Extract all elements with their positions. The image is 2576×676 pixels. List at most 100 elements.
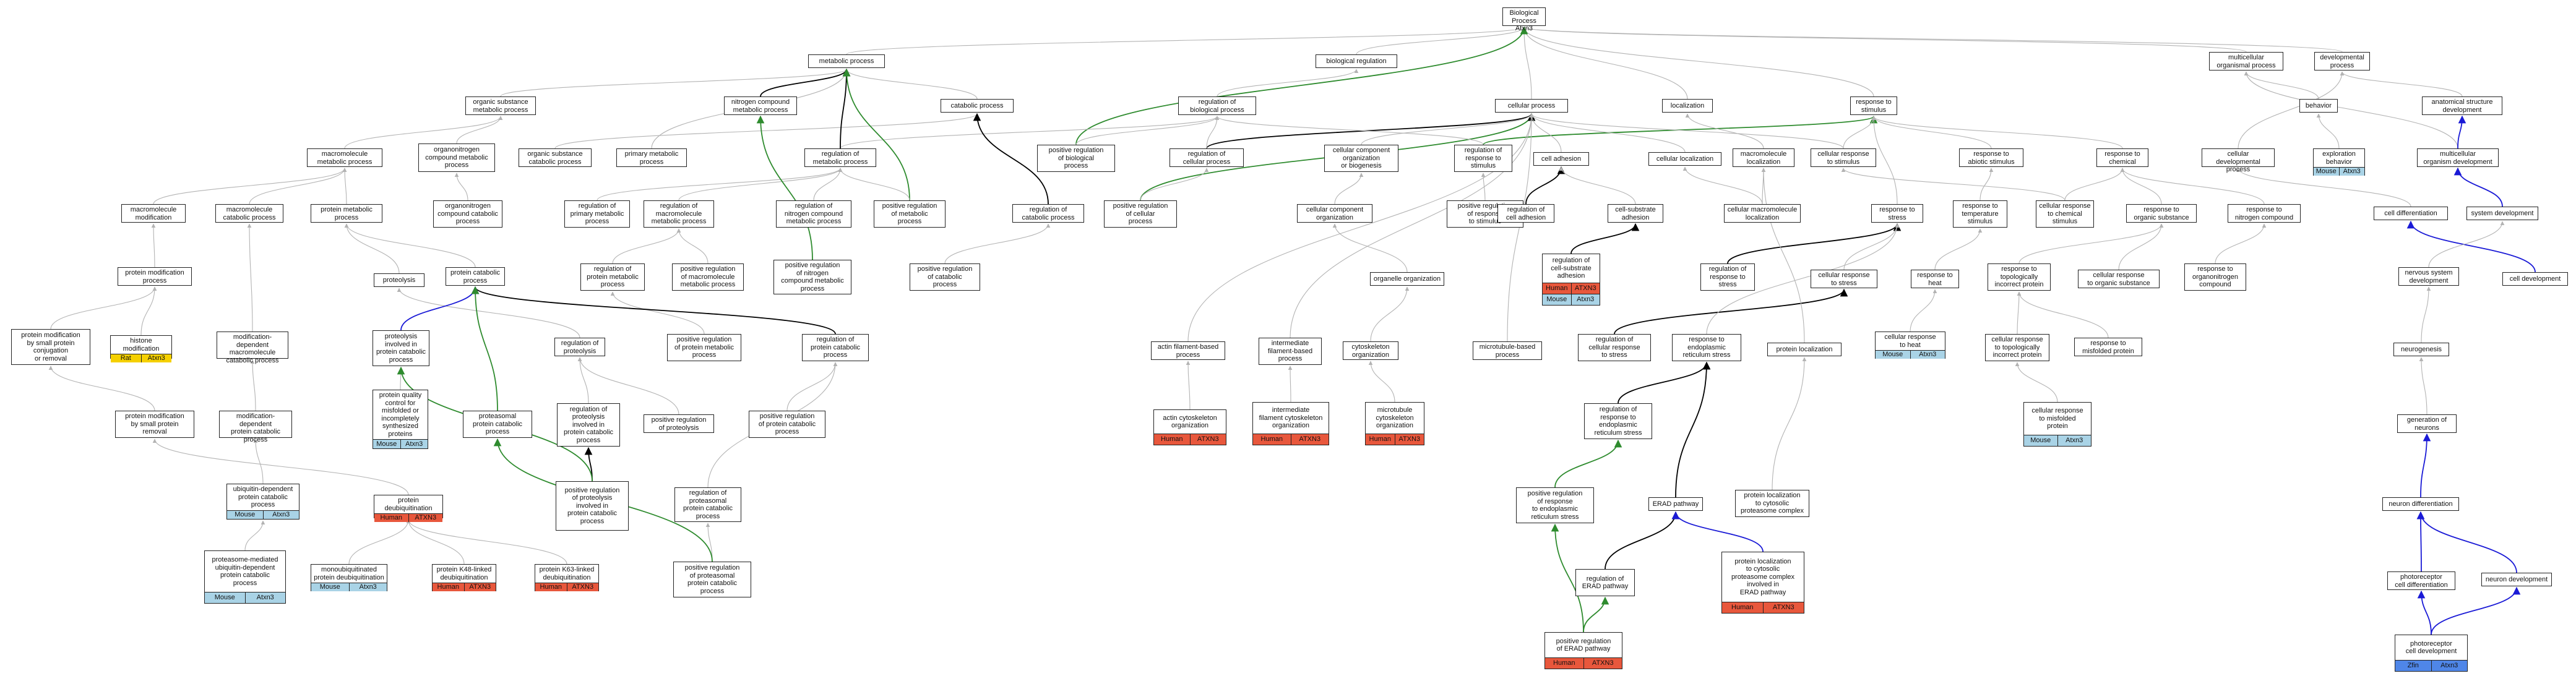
go-term-afbp[interactable]: actin filament-based process [1151,341,1225,360]
go-term-cadh[interactable]: cell adhesion [1533,152,1589,166]
go-term-ncmp[interactable]: nitrogen compound metabolic process [724,96,797,115]
go-term-macmp[interactable]: macromolecule metabolic process [307,148,382,167]
go-term-cat[interactable]: catabolic process [941,99,1014,113]
go-term-rcatp[interactable]: regulation of catabolic process [1012,204,1084,223]
go-term-pcp[interactable]: protein catabolic process [446,267,505,286]
go-term-cco[interactable]: cellular component organization [1297,204,1372,223]
go-term-prppcp[interactable]: positive regulation of proteasomal prote… [673,562,751,597]
go-term-rpcp[interactable]: regulation of protein catabolic process [802,334,869,361]
go-term-rncmp[interactable]: regulation of nitrogen compound metaboli… [776,200,851,228]
go-term-rnc[interactable]: response to nitrogen compound [2228,204,2301,223]
go-term-ifco[interactable]: intermediate filament cytoskeleton organ… [1252,402,1329,445]
go-term-rbp[interactable]: regulation of biological process [1178,96,1256,115]
go-term-prcatp[interactable]: positive regulation of catabolic process [910,263,980,291]
go-term-prmmp[interactable]: positive regulation of macromolecule met… [672,263,744,291]
go-term-loc[interactable]: localization [1662,99,1713,113]
go-term-breg[interactable]: biological regulation [1316,54,1397,68]
go-term-rrs[interactable]: regulation of response to stimulus [1454,145,1512,172]
go-term-occp[interactable]: organonitrogen compound catabolic proces… [433,200,502,228]
go-term-prcp[interactable]: positive regulation of cellular process [1104,200,1177,228]
go-term-rmfp[interactable]: response to misfolded protein [2074,338,2142,356]
go-term-rheat[interactable]: response to heat [1911,270,1959,288]
go-term-rmp[interactable]: regulation of metabolic process [804,148,876,167]
go-term-neurog[interactable]: neurogenesis [2393,343,2449,356]
go-term-rprot[interactable]: regulation of proteolysis [554,338,605,356]
go-term-crtip[interactable]: cellular response to topologically incor… [1985,334,2049,361]
go-term-bp[interactable]: Biological Process Atxn3 [1502,7,1546,32]
go-term-prrer[interactable]: positive regulation of response to endop… [1516,487,1594,523]
go-term-rcadh[interactable]: regulation of cell adhesion [1497,204,1554,223]
go-term-plcpcerad[interactable]: protein localization to cytosolic protea… [1721,552,1804,614]
go-term-ploc[interactable]: protein localization [1767,343,1842,356]
go-term-cloc[interactable]: cellular localization [1648,152,1721,166]
go-term-prot[interactable]: proteolysis [374,273,424,287]
go-term-pmod[interactable]: protein modification process [118,267,192,286]
go-term-pqc[interactable]: protein quality control for misfolded or… [373,390,428,449]
go-term-prprot[interactable]: positive regulation of proteolysis [644,414,714,433]
go-term-genneur[interactable]: generation of neurons [2397,414,2457,433]
go-term-ronc[interactable]: response to organonitrogen compound [2184,263,2246,291]
go-term-cros[interactable]: cellular response to organic substance [2078,270,2160,288]
go-term-mdmcp[interactable]: modification-dependent macromolecule cat… [217,332,288,364]
go-term-rprmp[interactable]: regulation of protein metabolic process [580,263,645,291]
go-term-pmp[interactable]: primary metabolic process [616,148,687,167]
go-term-pcd[interactable]: photoreceptor cell differentiation [2387,571,2455,590]
go-term-prbp[interactable]: positive regulation of biological proces… [1037,145,1115,172]
go-term-celldev[interactable]: cell development [2502,272,2568,286]
go-term-cdp[interactable]: cellular developmental process [2202,148,2275,173]
go-term-protmp[interactable]: protein metabolic process [311,204,382,223]
go-term-oo[interactable]: organelle organization [1370,272,1444,286]
go-term-mcp[interactable]: macromolecule catabolic process [215,204,283,223]
go-term-prprmp[interactable]: positive regulation of protein metabolic… [667,334,741,361]
go-term-pmu[interactable]: proteasome-mediated ubiquitin-dependent … [204,550,286,604]
go-term-ccob[interactable]: cellular component organization or bioge… [1324,145,1398,172]
go-term-rcp[interactable]: regulation of cellular process [1170,148,1244,167]
go-term-mod[interactable]: multicellular organism development [2417,148,2499,167]
go-term-rerad[interactable]: regulation of ERAD pathway [1575,569,1635,596]
go-term-celldiff[interactable]: cell differentiation [2374,207,2448,220]
go-term-rchem[interactable]: response to chemical [2096,148,2148,167]
go-term-beh[interactable]: behavior [2299,99,2338,113]
go-term-csadh[interactable]: cell-substrate adhesion [1608,204,1663,223]
go-term-ndiff[interactable]: neuron differentiation [2382,497,2459,511]
go-term-osmp[interactable]: organic substance metabolic process [465,96,536,115]
go-term-mp[interactable]: metabolic process [808,54,885,68]
go-term-prpipcp[interactable]: positive regulation of proteolysis invol… [556,481,629,531]
go-term-csko[interactable]: cytoskeleton organization [1343,341,1398,360]
go-term-crs[interactable]: cellular response to stimulus [1811,148,1876,167]
go-term-sysdev[interactable]: system development [2466,207,2538,220]
go-term-rmmp[interactable]: regulation of macromolecule metabolic pr… [644,200,714,228]
go-term-rcrstress[interactable]: regulation of cellular response to stres… [1578,334,1651,361]
go-term-asd[interactable]: anatomical structure development [2422,96,2502,115]
go-term-rerstress[interactable]: response to endoplasmic reticulum stress [1672,334,1741,361]
go-term-rrer[interactable]: regulation of response to endoplasmic re… [1584,403,1652,439]
go-term-cp[interactable]: cellular process [1495,99,1568,113]
go-term-mdpcp[interactable]: modification-dependent protein catabolic… [219,411,292,443]
go-term-ifbp[interactable]: intermediate filament-based process [1259,338,1322,365]
go-term-mm[interactable]: macromolecule modification [121,204,186,223]
go-term-mcop[interactable]: multicellular organismal process [2209,52,2283,71]
go-term-ppcp[interactable]: proteasomal protein catabolic process [463,411,532,438]
go-term-rppcp[interactable]: regulation of proteasomal protein catabo… [674,487,741,522]
go-term-mloc[interactable]: macromolecule localization [1733,148,1794,167]
go-term-plcpc[interactable]: protein localization to cytosolic protea… [1735,490,1809,517]
go-term-oscp[interactable]: organic substance catabolic process [519,148,592,167]
go-term-udpcp[interactable]: ubiquitin-dependent protein catabolic pr… [226,484,299,520]
go-term-crchem[interactable]: cellular response to chemical stimulus [2036,200,2094,228]
go-term-rpmp[interactable]: regulation of primary metabolic process [564,200,630,228]
go-term-crstress[interactable]: cellular response to stress [1811,270,1877,288]
go-term-prpcp[interactable]: positive regulation of protein catabolic… [749,411,825,438]
go-term-rtip[interactable]: response to topologically incorrect prot… [1988,263,2051,291]
go-term-pmsr[interactable]: protein modification by small protein re… [115,411,194,438]
